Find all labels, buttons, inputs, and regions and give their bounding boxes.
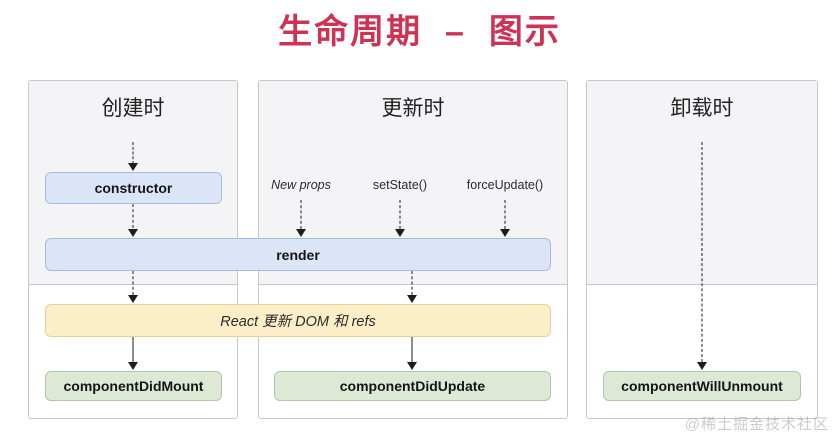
arrowhead-to-constructor (128, 163, 138, 171)
arrowhead-to-did-update (407, 362, 417, 370)
node-component-did-update[interactable]: componentDidUpdate (274, 371, 551, 401)
connector-mounting-start (132, 142, 134, 164)
arrowhead-force-update-to-render (500, 229, 510, 237)
arrowhead-new-props-to-render (296, 229, 306, 237)
connector-new-props-to-render (300, 200, 302, 229)
arrowhead-render-to-dom-updating (407, 295, 417, 303)
arrowhead-constructor-to-render (128, 229, 138, 237)
node-react-updates-dom[interactable]: React 更新 DOM 和 refs (45, 304, 551, 337)
node-component-will-unmount[interactable]: componentWillUnmount (603, 371, 801, 401)
phase-heading-mounting: 创建时 (101, 97, 165, 120)
connector-render-to-dom-mounting (132, 271, 134, 295)
arrowhead-render-to-dom-mounting (128, 295, 138, 303)
node-component-did-mount[interactable]: componentDidMount (45, 371, 222, 401)
phase-heading-unmounting: 卸载时 (670, 97, 734, 120)
connector-render-to-dom-updating (411, 271, 413, 295)
connector-force-update-to-render (504, 200, 506, 229)
connector-unmount-stem (701, 142, 703, 362)
arrowhead-to-will-unmount (697, 362, 707, 370)
connector-dom-to-did-mount (132, 337, 134, 362)
trigger-label-set-state: setState() (372, 178, 428, 192)
arrowhead-set-state-to-render (395, 229, 405, 237)
connector-dom-to-did-update (411, 337, 413, 362)
page-title: 生命周期 – 图示 (278, 13, 561, 51)
connector-set-state-to-render (399, 200, 401, 229)
arrowhead-to-did-mount (128, 362, 138, 370)
trigger-label-force-update: forceUpdate() (466, 178, 544, 192)
phase-heading-updating: 更新时 (381, 97, 445, 120)
node-constructor[interactable]: constructor (45, 172, 222, 204)
node-render[interactable]: render (45, 238, 551, 271)
connector-constructor-to-render (132, 204, 134, 228)
trigger-label-new-props: New props (271, 178, 331, 192)
